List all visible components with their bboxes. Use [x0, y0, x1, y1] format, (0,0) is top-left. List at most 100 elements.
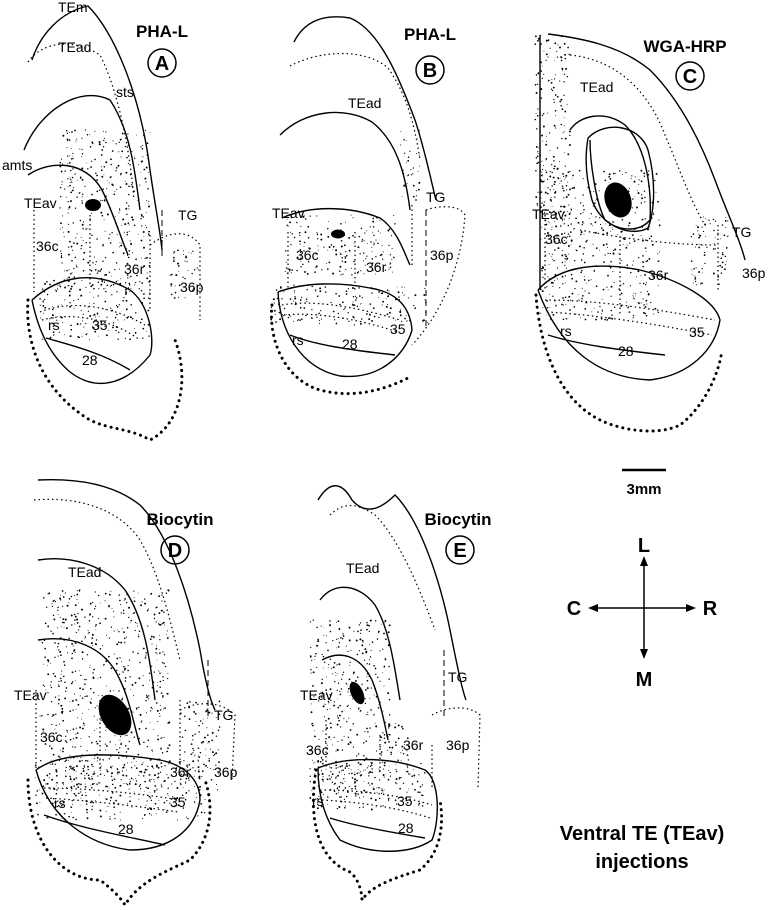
- label-dot: [97, 694, 99, 696]
- label-dot: [122, 612, 125, 614]
- label-dot: [149, 791, 151, 793]
- label-dot: [385, 297, 387, 299]
- label-dot: [283, 291, 285, 293]
- label-dot: [69, 200, 72, 203]
- label-dot: [387, 733, 389, 735]
- label-dot: [90, 642, 93, 645]
- label-dot: [648, 170, 650, 172]
- label-dot: [83, 765, 86, 767]
- label-dot: [289, 298, 292, 300]
- label-dot: [343, 309, 344, 310]
- label-dot: [106, 770, 109, 773]
- label-dot: [314, 761, 316, 763]
- label-dot: [51, 723, 53, 726]
- label-dot: [568, 213, 571, 215]
- label-dot: [383, 734, 386, 736]
- label-dot: [167, 795, 169, 797]
- label-dot: [352, 301, 354, 303]
- label-dot: [395, 770, 398, 773]
- label-dot: [138, 785, 141, 787]
- label-dot: [653, 313, 655, 315]
- label-dot: [130, 621, 131, 623]
- label-dot: [546, 232, 549, 234]
- label-dot: [554, 212, 557, 215]
- label-dot: [561, 137, 563, 140]
- label-dot: [327, 796, 329, 799]
- label-dot: [721, 266, 723, 269]
- label-dot: [73, 766, 75, 768]
- label-dot: [60, 804, 63, 807]
- label-dot: [400, 752, 402, 754]
- label-dot: [198, 775, 201, 778]
- label-dot: [80, 674, 82, 677]
- label-dot: [317, 700, 320, 702]
- label-dot: [41, 715, 43, 717]
- label-dot: [534, 35, 537, 38]
- label-dot: [146, 330, 148, 332]
- label-dot: [94, 591, 96, 593]
- label-dot: [42, 730, 44, 732]
- label-dot: [95, 629, 97, 631]
- label-dot: [117, 164, 120, 167]
- label-dot: [97, 618, 100, 620]
- label-dot: [188, 718, 191, 721]
- label-dot: [72, 746, 74, 748]
- label-dot: [50, 701, 53, 703]
- label-dot: [81, 651, 84, 654]
- label-dot: [333, 736, 335, 739]
- label-dot: [155, 652, 157, 654]
- label-dot: [78, 590, 81, 592]
- label-dot: [93, 302, 95, 304]
- label-dot: [632, 294, 634, 296]
- label-dot: [378, 768, 380, 770]
- label-dot: [345, 682, 347, 684]
- label-dot: [381, 789, 383, 792]
- label-dot: [133, 612, 136, 614]
- label-dot: [81, 794, 84, 797]
- label-dot: [553, 183, 556, 186]
- label-dot: [350, 769, 352, 771]
- label-dot: [354, 679, 357, 682]
- label-dot: [373, 315, 376, 318]
- label-dot: [154, 802, 157, 805]
- label-dot: [112, 283, 115, 286]
- label-dot: [592, 224, 593, 226]
- label-dot: [133, 597, 135, 598]
- label-dot: [59, 284, 61, 286]
- label-dot: [114, 268, 116, 271]
- label-dot: [135, 258, 137, 261]
- label-dot: [55, 769, 58, 771]
- label-dot: [721, 261, 724, 264]
- label-dot: [100, 268, 102, 271]
- label-dot: [655, 172, 658, 175]
- label-dot: [581, 297, 583, 300]
- label-dot: [80, 310, 82, 312]
- label-dot: [138, 630, 141, 633]
- label-dot: [555, 114, 557, 116]
- label-dot: [345, 290, 348, 293]
- label-dot: [85, 241, 88, 244]
- label-dot: [355, 299, 357, 301]
- label-dot: [110, 285, 112, 287]
- label-dot: [90, 166, 92, 168]
- label-dot: [603, 170, 605, 173]
- label-dot: [590, 213, 592, 215]
- label-dot: [553, 214, 555, 216]
- label-dot: [66, 140, 69, 142]
- label-dot: [192, 289, 194, 292]
- label-dot: [105, 798, 108, 801]
- label-dot: [71, 272, 73, 274]
- label-dot: [86, 817, 89, 820]
- label-dot: [99, 815, 102, 818]
- label-dot: [207, 708, 209, 710]
- label-dot: [74, 651, 76, 653]
- label-dot: [658, 219, 660, 221]
- label-dot: [211, 731, 214, 734]
- label-dot: [162, 736, 164, 738]
- label-dot: [215, 752, 218, 755]
- label-dot: [631, 175, 633, 177]
- label-dot: [404, 744, 405, 746]
- label-dot: [637, 270, 640, 273]
- label-dot: [412, 769, 414, 771]
- label-dot: [95, 643, 96, 644]
